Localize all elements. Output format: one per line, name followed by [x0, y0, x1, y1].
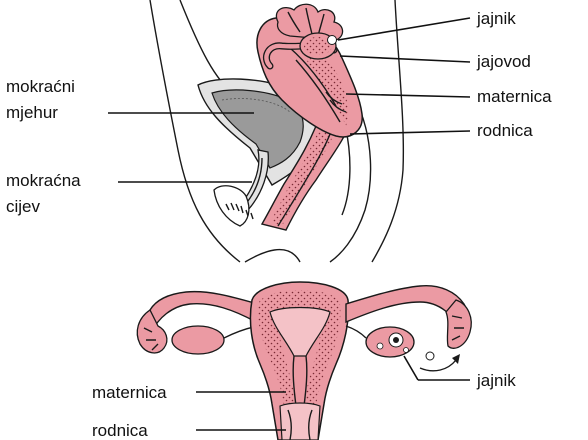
label-jajnik-top: jajnik: [476, 9, 516, 28]
released-egg: [426, 352, 434, 360]
label-mokracna-cijev-line1: mokraćna: [6, 171, 81, 190]
left-ovary: [172, 326, 224, 354]
abdominal-contour: [150, 0, 240, 262]
right-fimbriae: [446, 300, 471, 348]
right-ovary-follicle-3: [404, 348, 409, 353]
labia: [214, 186, 249, 226]
perineum-contour: [245, 250, 300, 262]
leader-maternica-top: [346, 94, 470, 97]
ovary-follicle: [328, 36, 337, 45]
label-jajnik-bottom: jajnik: [476, 371, 516, 390]
vagina-frontal: [280, 403, 320, 440]
ovulation-arrow: [420, 360, 456, 371]
sagittal-section: jajnik jajovod maternica rodnica mokraćn…: [6, 0, 552, 262]
label-mokracni-mjehur-line1: mokraćni: [6, 77, 75, 96]
right-ovary-ligament: [346, 326, 366, 338]
label-jajovod-top: jajovod: [476, 52, 531, 71]
label-mokracna-cijev-line2: cijev: [6, 197, 41, 216]
leader-jajnik-top: [338, 18, 470, 40]
right-ovary-follicle-2: [377, 343, 383, 349]
label-rodnica-bottom: rodnica: [92, 421, 148, 440]
leader-jajnik-bottom: [404, 356, 418, 380]
label-maternica-top: maternica: [477, 87, 552, 106]
right-ovary-follicle-1-core: [393, 337, 399, 343]
label-rodnica-top: rodnica: [477, 121, 533, 140]
leader-jajovod-top: [340, 56, 470, 62]
frontal-section: maternica rodnica jajnik: [92, 282, 516, 440]
label-mokracni-mjehur-line2: mjehur: [6, 103, 58, 122]
leader-rodnica-top: [350, 131, 470, 134]
back-contour: [372, 0, 403, 262]
label-maternica-bottom: maternica: [92, 383, 167, 402]
